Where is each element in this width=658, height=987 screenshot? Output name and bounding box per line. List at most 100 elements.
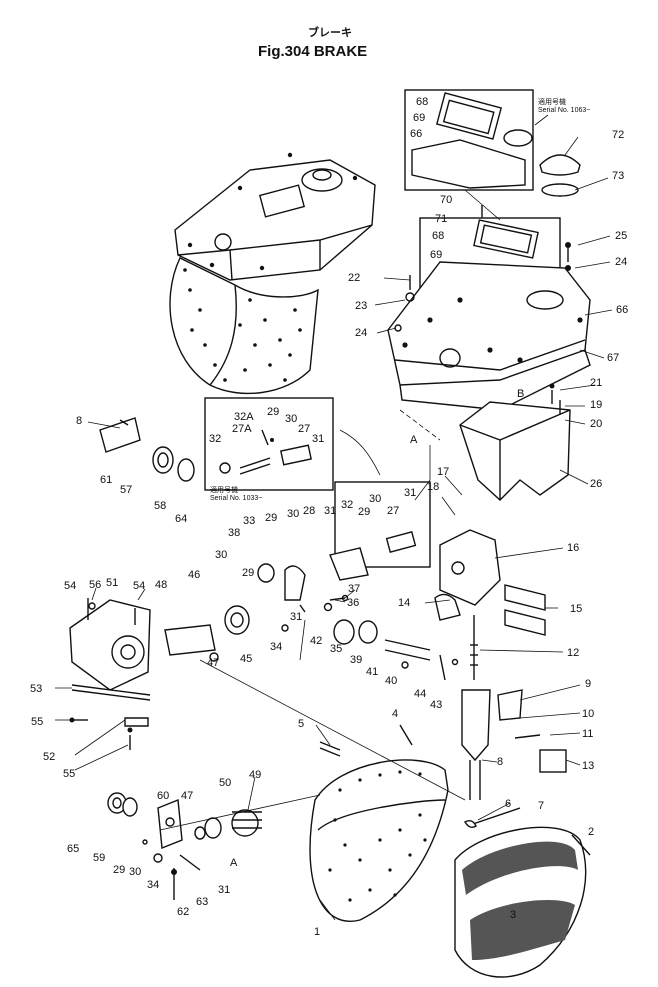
- callout-63: 63: [196, 896, 208, 908]
- callout-46: 46: [188, 569, 200, 581]
- callout-30-b: 30: [369, 493, 381, 505]
- callout-30-inset: 30: [285, 413, 297, 425]
- callout-60: 60: [157, 790, 169, 802]
- callout-13: 13: [582, 760, 594, 772]
- callout-19: 19: [590, 399, 602, 411]
- callout-11: 11: [582, 728, 593, 740]
- callout-16: 16: [567, 542, 579, 554]
- callout-71: 71: [435, 213, 447, 225]
- callout-52: 52: [43, 751, 55, 763]
- callout-55-a: 55: [31, 716, 43, 728]
- callout-8: 8: [497, 756, 503, 768]
- callout-27A: 27A: [232, 423, 252, 435]
- callout-30-c: 30: [215, 549, 227, 561]
- callout-3: 3: [510, 909, 516, 921]
- callout-42: 42: [310, 635, 322, 647]
- title-jp: ブレーキ: [308, 25, 352, 39]
- callout-70: 70: [440, 194, 452, 206]
- callout-49: 49: [249, 769, 261, 781]
- callout-61: 61: [100, 474, 112, 486]
- callout-36: 36: [347, 597, 359, 609]
- callout-A-bottom: A: [230, 857, 238, 869]
- callout-17: 17: [437, 466, 449, 478]
- callout-22: 22: [348, 272, 360, 284]
- callout-A-top: A: [410, 434, 418, 446]
- callout-31-a: 31: [324, 505, 336, 517]
- callout-6: 6: [505, 798, 511, 810]
- callout-55-b: 55: [63, 768, 75, 780]
- callout-12: 12: [567, 647, 579, 659]
- callout-35: 35: [330, 643, 342, 655]
- inset-frame-top: [404, 89, 534, 191]
- callout-54-left: 54: [64, 580, 76, 592]
- leader-lines: [55, 136, 613, 921]
- callout-30-a: 30: [287, 508, 299, 520]
- callout-44: 44: [414, 688, 426, 700]
- callout-39: 39: [350, 654, 362, 666]
- callout-54-right: 54: [133, 580, 145, 592]
- callout-32A: 32A: [234, 411, 254, 423]
- callout-45: 45: [240, 653, 252, 665]
- linkage-parts: [257, 481, 567, 800]
- callout-5: 5: [298, 718, 304, 730]
- callout-48: 48: [155, 579, 167, 591]
- serial-note-mid-jp: 適用号機: [210, 485, 238, 494]
- callout-31-c: 31: [290, 611, 302, 623]
- callout-62: 62: [177, 906, 189, 918]
- callout-29-d: 29: [113, 864, 125, 876]
- callout-25: 25: [615, 230, 627, 242]
- callout-B: B: [517, 388, 524, 400]
- callout-29-a: 29: [265, 512, 277, 524]
- callout-24-left: 24: [355, 327, 367, 339]
- callout-8-left: 8: [76, 415, 82, 427]
- callout-65: 65: [67, 843, 79, 855]
- callout-58: 58: [154, 500, 166, 512]
- lower-parts: [107, 724, 413, 900]
- callout-34-b: 34: [147, 879, 159, 891]
- callout-69-top: 69: [413, 112, 425, 124]
- brake-band: [309, 759, 591, 978]
- part-callouts: 1 2 3 4 5 6 7 8 9 10 11 12 13 14 15 16 1…: [30, 96, 628, 938]
- callout-31-d: 31: [218, 884, 230, 896]
- callout-18: 18: [427, 481, 439, 493]
- figure-title: Fig.304 BRAKE: [258, 43, 367, 60]
- callout-30-d: 30: [129, 866, 141, 878]
- serial-note-top-jp: 適用号機: [538, 97, 566, 106]
- callout-34-a: 34: [270, 641, 282, 653]
- serial-note-top: Serial No. 1063~: [538, 107, 590, 114]
- callout-28: 28: [303, 505, 315, 517]
- callout-69: 69: [430, 249, 442, 261]
- callout-32: 32: [341, 499, 353, 511]
- callout-72: 72: [612, 129, 624, 141]
- callout-40: 40: [385, 675, 397, 687]
- callout-38: 38: [228, 527, 240, 539]
- left-shaft-group: [69, 417, 250, 750]
- callout-23: 23: [355, 300, 367, 312]
- callout-31-inset: 31: [312, 433, 324, 445]
- callout-47-b: 47: [181, 790, 193, 802]
- callout-66-top: 66: [410, 128, 422, 140]
- callout-24-right: 24: [615, 256, 627, 268]
- assembly-guide-lines: [159, 114, 549, 831]
- callout-57: 57: [120, 484, 132, 496]
- callout-2: 2: [588, 826, 594, 838]
- callout-10: 10: [582, 708, 594, 720]
- callout-29-b: 29: [358, 506, 370, 518]
- callout-41: 41: [366, 666, 378, 678]
- assembled-brake: [169, 152, 376, 395]
- callout-31-b: 31: [404, 487, 416, 499]
- callout-47-a: 47: [207, 657, 219, 669]
- callout-67: 67: [607, 352, 619, 364]
- callout-27: 27: [387, 505, 399, 517]
- callout-73: 73: [612, 170, 624, 182]
- callout-27-inset: 27: [298, 423, 310, 435]
- callout-50: 50: [219, 777, 231, 789]
- brake-housing-assembly: 適用号機 Serial No. 1063~: [387, 89, 591, 501]
- callout-32-inset: 32: [209, 433, 221, 445]
- callout-29-inset: 29: [267, 406, 279, 418]
- callout-43: 43: [430, 699, 442, 711]
- callout-66: 66: [616, 304, 628, 316]
- callout-7: 7: [538, 800, 544, 812]
- callout-14: 14: [398, 597, 410, 609]
